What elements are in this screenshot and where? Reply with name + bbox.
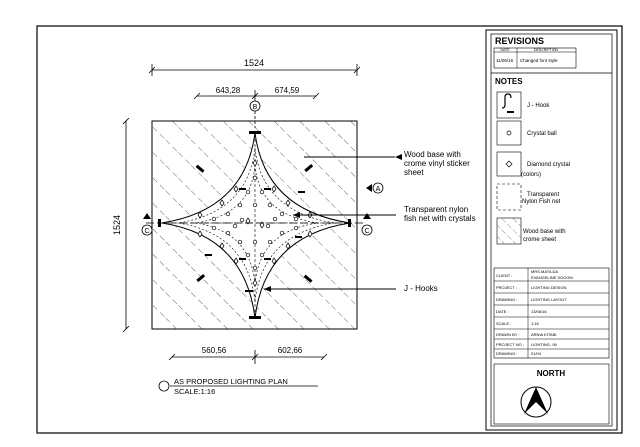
dim-top-right: 674,59 xyxy=(275,86,300,95)
callout-wood-base: Wood base with crome vinyl sticker sheet xyxy=(304,150,470,177)
section-marker-b: B xyxy=(249,100,261,128)
svg-text:DATE: DATE xyxy=(500,48,510,52)
section-marker-c-right: C xyxy=(361,213,373,236)
svg-text:crome vinyl sticker: crome vinyl sticker xyxy=(404,159,470,168)
north-arrow-icon xyxy=(520,386,552,418)
svg-text:sheet: sheet xyxy=(404,168,424,177)
svg-text:PROJECT :: PROJECT : xyxy=(496,285,517,290)
svg-text:DATE :: DATE : xyxy=(496,309,509,314)
crystal-ball-icon xyxy=(506,130,512,136)
callout-j-hooks: J - Hooks xyxy=(264,284,438,293)
revisions-table: REVISIONS DATE DESCRIPTION 11/06/16 Chan… xyxy=(493,36,577,69)
svg-text:Diamond crystal: Diamond crystal xyxy=(527,162,570,168)
svg-text:SCALE :: SCALE : xyxy=(496,321,511,326)
revision-date: 11/06/16 xyxy=(496,58,514,63)
svg-text:01/04: 01/04 xyxy=(531,351,542,356)
svg-text:DESCRIPTION: DESCRIPTION xyxy=(534,48,558,52)
dim-top-total: 1524 xyxy=(244,58,264,68)
north-block: NORTH xyxy=(493,363,610,425)
diamond-crystal-icon xyxy=(505,160,513,168)
svg-text:ARNIA KITABI: ARNIA KITABI xyxy=(531,332,557,337)
svg-text:PROJECT NO :: PROJECT NO : xyxy=(496,342,524,347)
net-inner-line xyxy=(177,147,336,303)
svg-text:Transparent: Transparent xyxy=(527,192,559,198)
notes-heading: NOTES xyxy=(495,77,523,86)
sheet-border xyxy=(36,25,623,434)
svg-text:13/06/16: 13/06/16 xyxy=(531,309,547,314)
dimension-lines xyxy=(122,64,361,364)
callout-nylon-net: Transparent nylon fish net with crystals xyxy=(293,205,476,223)
svg-text:Transparent nylon: Transparent nylon xyxy=(404,205,468,214)
svg-text:MRS.MATILDA: MRS.MATILDA xyxy=(531,269,558,274)
wood-base-hatch-icon xyxy=(496,217,522,245)
lighting-plan xyxy=(146,120,366,330)
dim-top-left: 643,28 xyxy=(216,86,241,95)
svg-text:DRAWN BY :: DRAWN BY : xyxy=(496,332,520,337)
svg-text:C: C xyxy=(144,228,149,235)
svg-text:B: B xyxy=(253,104,258,111)
svg-text:LIGHTING DESIGN: LIGHTING DESIGN xyxy=(531,285,566,290)
svg-text:J - Hook: J - Hook xyxy=(527,103,550,109)
svg-text:crome sheet: crome sheet xyxy=(523,237,556,243)
svg-text:DRAWING :: DRAWING : xyxy=(496,351,517,356)
svg-text:A: A xyxy=(376,186,381,193)
plan-scale: SCALE:1:16 xyxy=(174,387,215,396)
svg-text:(colors): (colors) xyxy=(521,172,541,178)
net-inner-line xyxy=(194,164,319,286)
svg-text:C: C xyxy=(364,228,369,235)
crystals xyxy=(197,159,313,287)
svg-text:1:16: 1:16 xyxy=(531,321,540,326)
notes-legend: NOTES J - Hook Crystal ball Diamond crys… xyxy=(495,77,570,245)
plan-title: AS PROPOSED LIGHTING PLAN xyxy=(174,377,288,386)
section-marker-c-left: C xyxy=(141,213,153,236)
dim-bottom-right: 602,66 xyxy=(278,346,303,355)
svg-text:LIGHTING- 06: LIGHTING- 06 xyxy=(531,342,558,347)
svg-text:LIGHTING LAYOUT: LIGHTING LAYOUT xyxy=(531,297,567,302)
svg-text:CLIENT :: CLIENT : xyxy=(496,273,512,278)
title-panel: REVISIONS DATE DESCRIPTION 11/06/16 Chan… xyxy=(485,29,618,431)
svg-text:Wood base with: Wood base with xyxy=(404,150,461,159)
section-marker-a: A xyxy=(366,182,384,194)
svg-text:Crystal ball: Crystal ball xyxy=(527,131,557,137)
dim-bottom-left: 560,56 xyxy=(202,346,227,355)
svg-text:Nylon Fish net: Nylon Fish net xyxy=(522,199,561,205)
svg-text:J - Hooks: J - Hooks xyxy=(404,284,438,293)
svg-text:fish net with crystals: fish net with crystals xyxy=(404,214,476,223)
dim-left-total: 1524 xyxy=(112,215,122,235)
svg-text:DRAWING :: DRAWING : xyxy=(496,297,517,302)
north-heading: NORTH xyxy=(537,369,566,378)
revision-desc: Changed font style xyxy=(520,58,558,63)
plan-title-block: AS PROPOSED LIGHTING PLAN SCALE:1:16 xyxy=(158,377,318,396)
revisions-heading: REVISIONS xyxy=(495,36,544,46)
j-hook-icon xyxy=(501,93,512,109)
nylon-net-icon xyxy=(496,183,522,211)
title-block: CLIENT : MRS.MATILDA EVANGELINE SOOOM PR… xyxy=(493,267,610,359)
svg-text:EVANGELINE SOOOM: EVANGELINE SOOOM xyxy=(531,275,573,280)
svg-text:Wood base with: Wood base with xyxy=(523,229,566,235)
